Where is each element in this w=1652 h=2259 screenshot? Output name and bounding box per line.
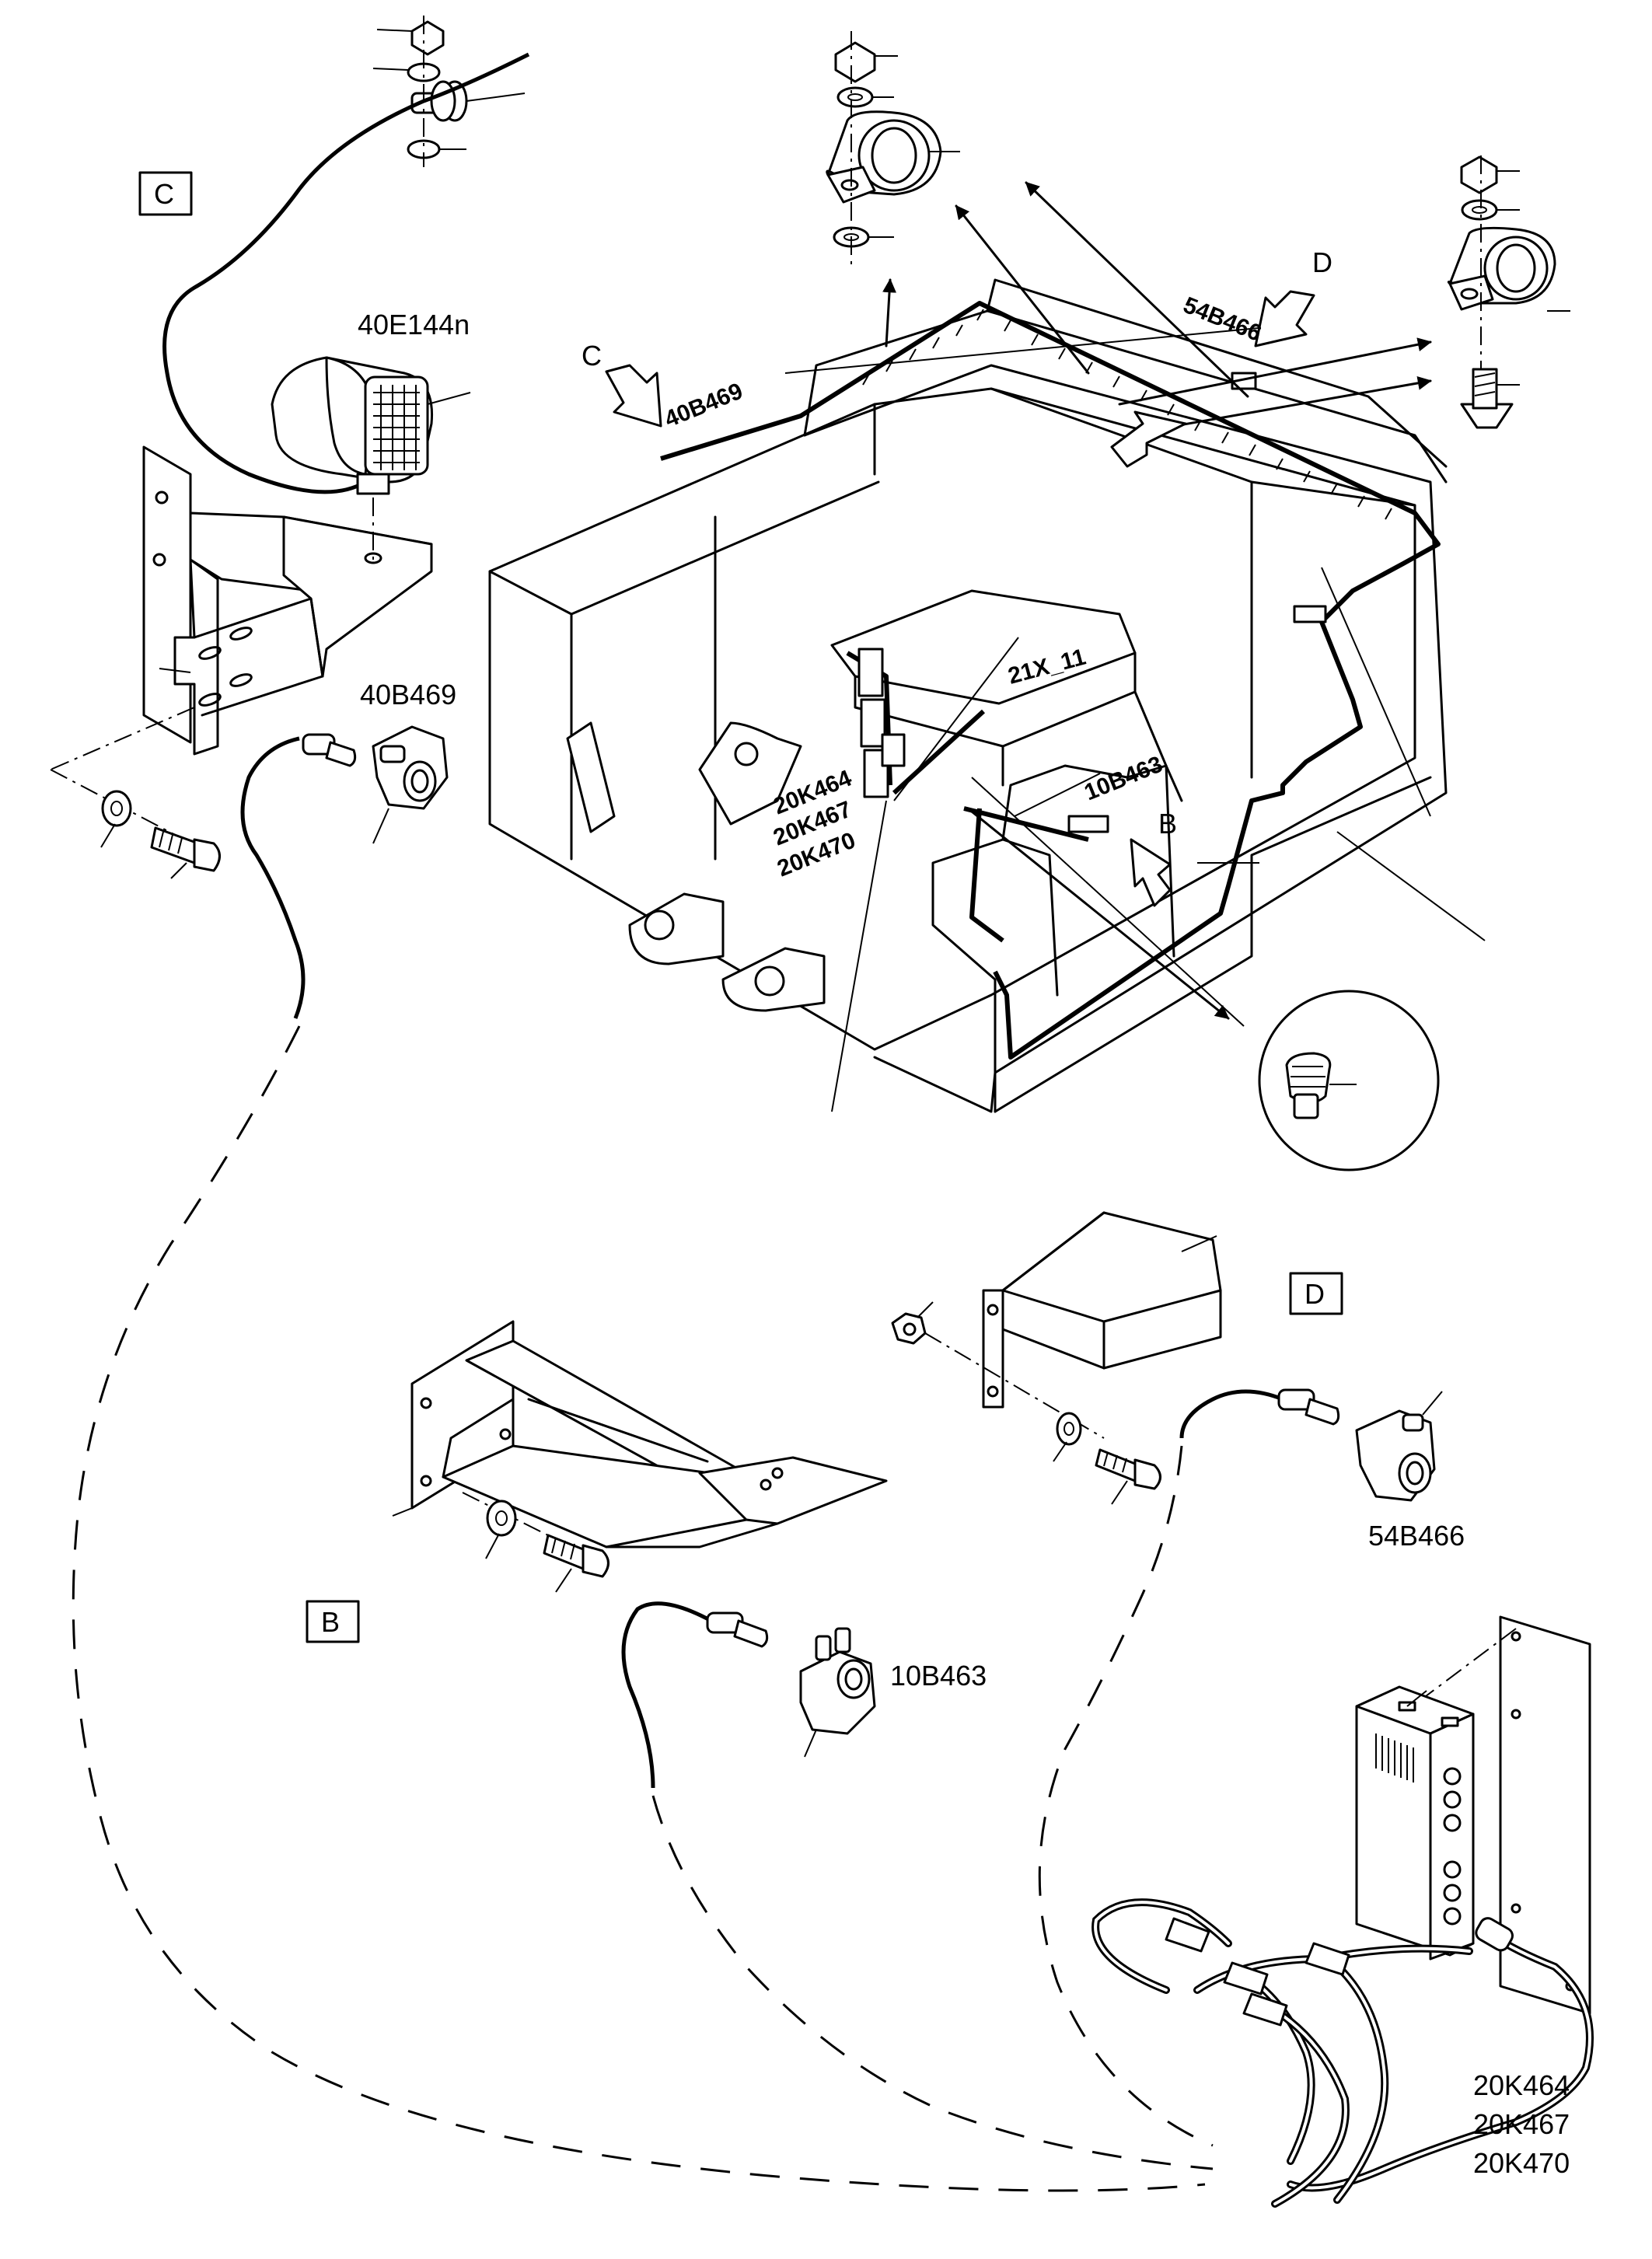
svg-text:D: D <box>1312 246 1332 278</box>
direction-arrows <box>882 181 1432 1020</box>
svg-text:B: B <box>1158 808 1177 840</box>
cable-gland-detail <box>1258 990 1440 1171</box>
label-10b463-detail: 10B463 <box>890 1660 987 1692</box>
lamp-cable <box>162 52 530 494</box>
wire-harness <box>660 301 1441 1060</box>
label-20k464-detail: 20K464 <box>1473 2069 1570 2101</box>
washer-b <box>485 1500 517 1559</box>
svg-text:D: D <box>1304 1278 1325 1310</box>
view-arrow-c: C <box>582 340 662 428</box>
routing-path-54b466 <box>1038 1445 1214 2147</box>
small-bracket <box>566 721 616 833</box>
bolt-c <box>150 826 221 879</box>
machine-frame <box>488 278 1448 1113</box>
sensor-10b463-mount <box>1067 815 1109 833</box>
leader-lines <box>831 567 1486 1112</box>
view-c-label-box: C <box>138 171 193 216</box>
sensor-40b469 <box>240 725 449 1019</box>
lift-lug-left <box>628 892 725 965</box>
nut-d <box>891 1301 1105 1439</box>
lift-lug-right <box>721 947 826 1012</box>
work-lamp-40e144n <box>271 356 471 495</box>
label-40b469-main: 40B469 <box>661 379 746 433</box>
washer-d <box>1053 1412 1082 1462</box>
view-d-label-box: D <box>1289 1272 1343 1315</box>
routing-path-40b469 <box>72 1025 1206 2192</box>
wire-ties <box>862 309 1392 520</box>
sensor-bracket-b <box>392 1320 888 1563</box>
relay-cables <box>1091 1898 1594 2208</box>
bolt-d <box>1095 1448 1161 1505</box>
lamp-bracket <box>142 445 433 756</box>
label-20k470-detail: 20K470 <box>1473 2147 1570 2179</box>
sensor-54b466 <box>1179 1388 1443 1502</box>
hitch-plate <box>698 721 802 826</box>
label-54b466-detail: 54B466 <box>1368 1520 1465 1552</box>
mounting-centerline <box>50 707 195 770</box>
sensor-10b463 <box>621 1601 876 1789</box>
svg-text:C: C <box>154 178 174 210</box>
routing-path-10b463 <box>651 1795 1214 2170</box>
svg-text:C: C <box>582 340 602 372</box>
view-arrow-d-top: D <box>1254 246 1332 347</box>
view-arrow-mid <box>1110 410 1187 468</box>
relay-vent-grille <box>1375 1734 1414 1782</box>
hardware-stack-right <box>1447 155 1570 429</box>
svg-text:B: B <box>321 1606 340 1638</box>
harness-clip <box>1293 605 1327 623</box>
mount-bracket-d <box>982 1211 1222 1409</box>
washer-c <box>100 790 132 848</box>
relay-unit <box>1355 1685 1475 1960</box>
label-54b466-main: 54B466 <box>1179 292 1265 347</box>
label-40b469-detail: 40B469 <box>360 679 456 711</box>
lamp-lens-grid <box>373 385 420 470</box>
relay-cluster <box>857 648 906 798</box>
relay-sockets <box>1443 1767 1462 1926</box>
view-arrow-b: B <box>1130 808 1177 907</box>
view-b-label-box: B <box>306 1600 360 1643</box>
hardware-stack-left <box>826 31 960 264</box>
bolt-b <box>543 1534 609 1593</box>
label-40e144n: 40E144n <box>358 309 470 340</box>
label-20k467-detail: 20K467 <box>1473 2108 1570 2140</box>
